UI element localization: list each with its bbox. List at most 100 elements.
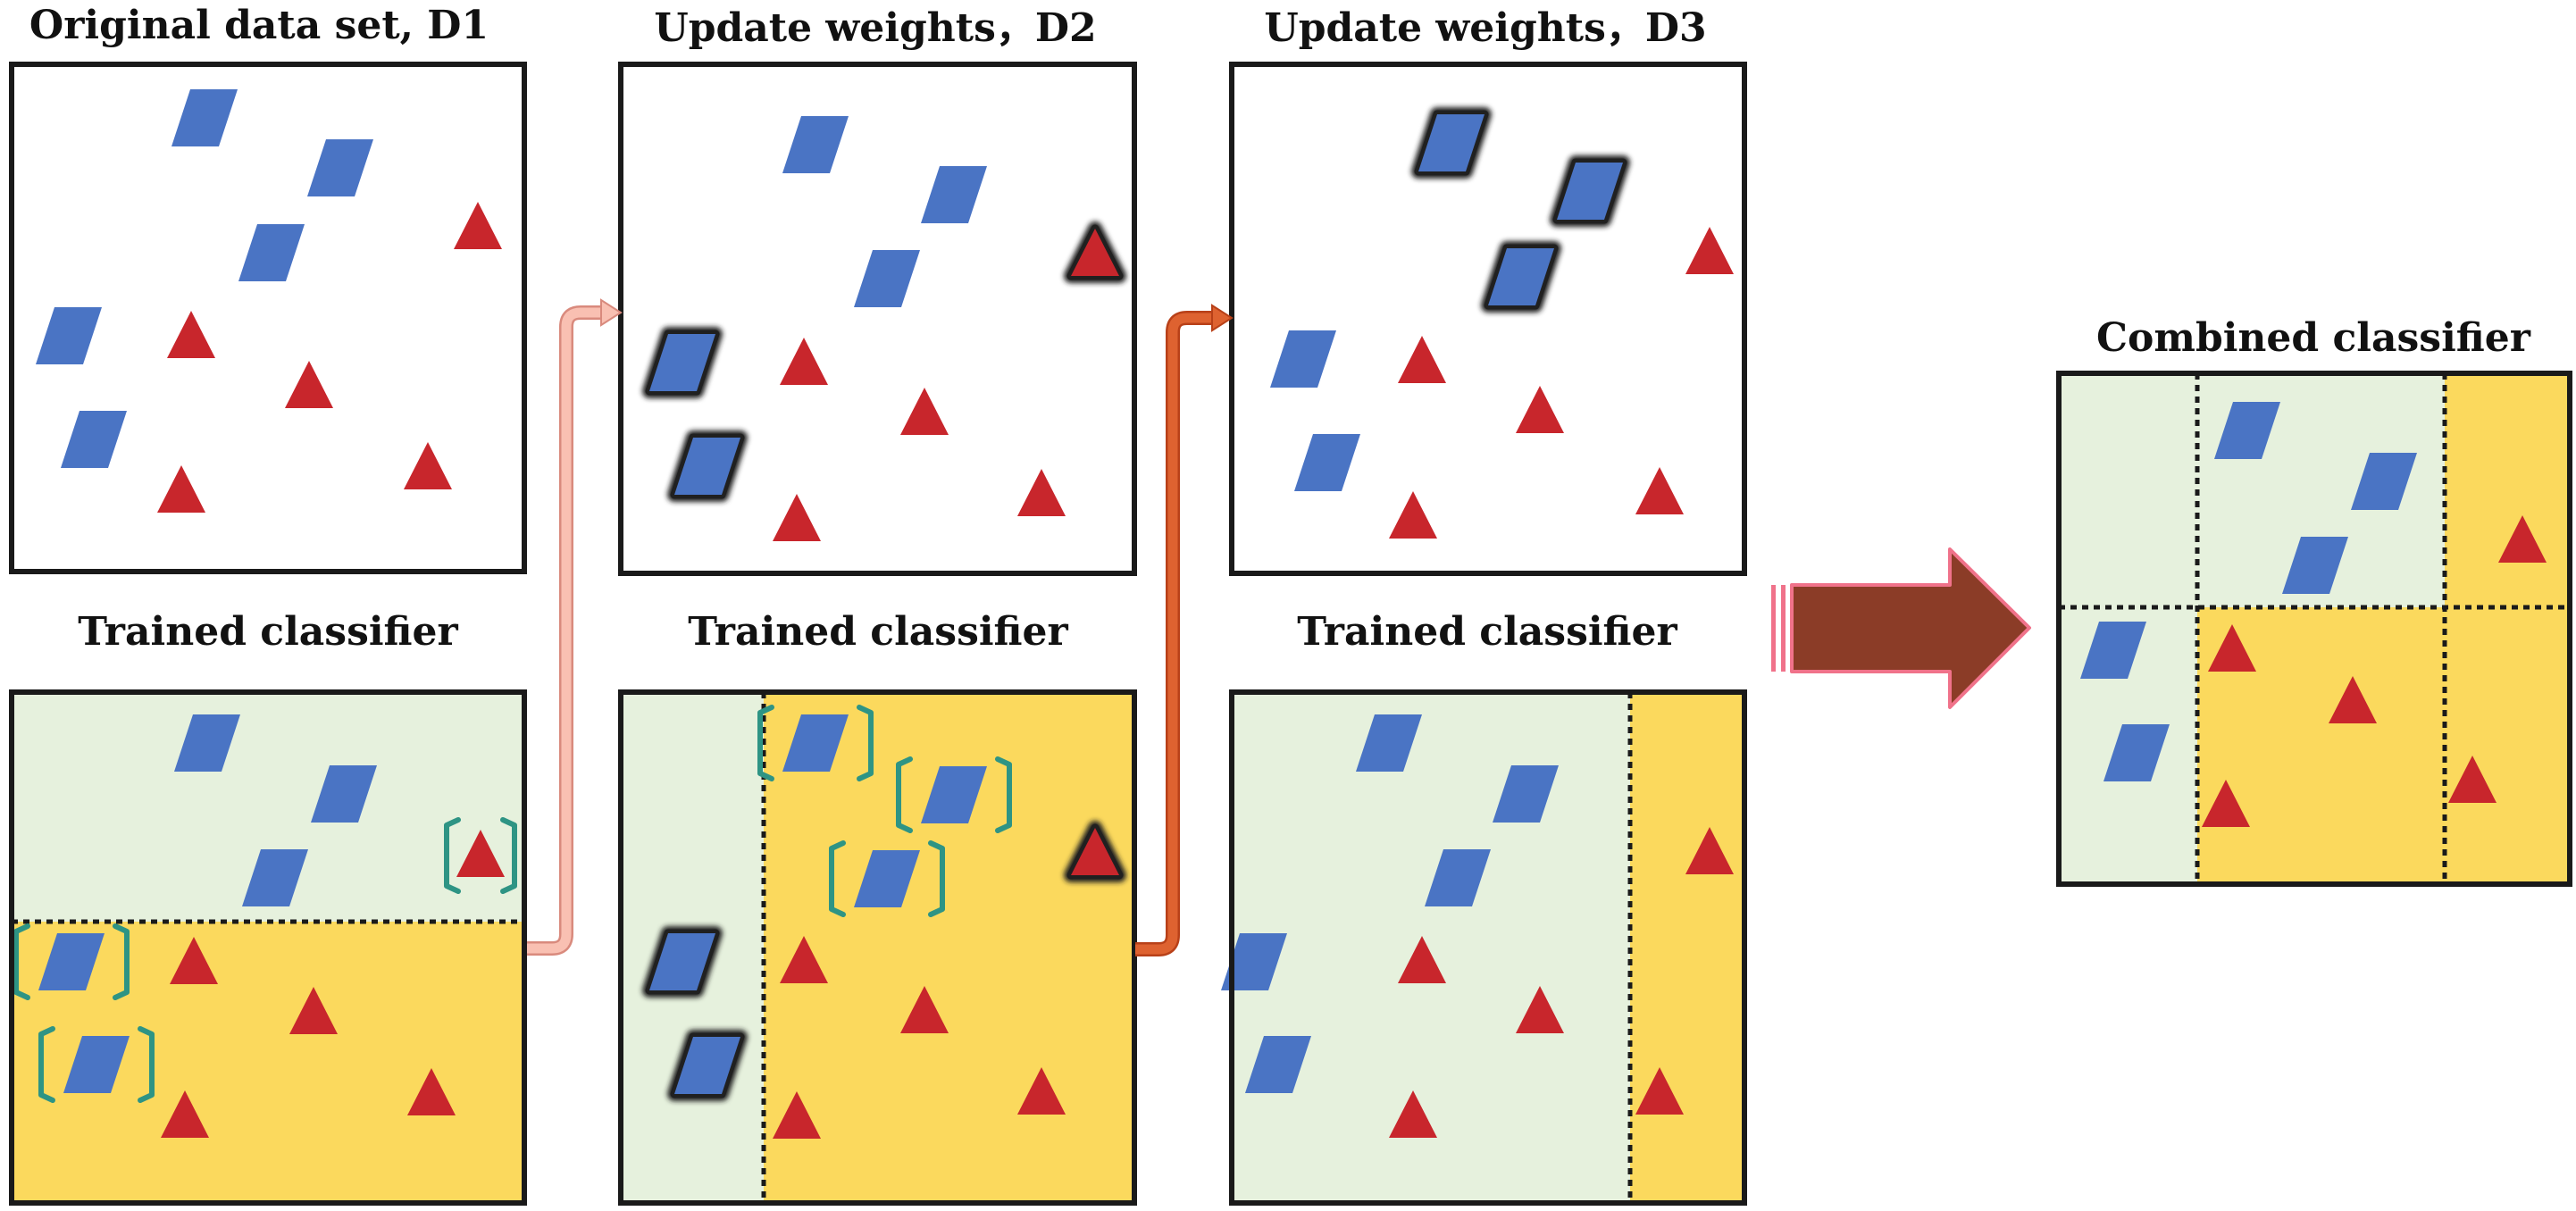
blue-sample-weighted [1481,241,1561,313]
blue-sample-weighted [1411,107,1492,179]
red-sample [1635,467,1684,514]
parallelogram-icon [1425,849,1491,906]
parallelogram-icon [238,224,305,281]
red-sample [773,494,821,541]
parallelogram-icon [1294,434,1360,491]
parallelogram-icon [307,139,373,196]
parallelogram-icon [782,116,849,173]
red-sample [456,830,505,877]
blue-sample [1270,330,1336,388]
panel-d1 [9,62,527,574]
red-sample [900,986,949,1033]
parallelogram-icon [2080,622,2146,679]
region-combined-yellow-tr [2445,373,2570,607]
blue-sample [2214,402,2280,459]
misclassified-bracket [444,817,517,894]
region-combined-green-tl [2059,373,2197,607]
blue-sample-weighted [1550,155,1630,227]
triangle-icon [900,986,949,1033]
parallelogram-icon [921,166,987,223]
parallelogram-icon [36,307,102,364]
bracket-left [896,756,913,833]
blue-sample-weighted [667,1030,748,1101]
blue-sample [238,224,305,281]
panel-d3-samples [1270,107,1734,539]
panel-classifier-3-border [1229,689,1747,1206]
triangle-icon [1389,491,1437,539]
triangle-icon [780,338,828,385]
bracket-right [113,923,130,1000]
parallelogram-icon [782,714,849,772]
triangle-icon [2329,676,2377,723]
triangle-icon [456,830,505,877]
red-sample [407,1068,456,1115]
triangle-icon [404,442,452,489]
parallelogram-icon [2351,453,2417,510]
triangle-icon [1685,227,1734,274]
arrow-classifier2-to-d3 [1135,304,1234,956]
triangle-icon [1516,386,1564,433]
bracket-left [38,1026,55,1103]
misclassified-bracket [13,923,130,1000]
blue-sample [854,250,920,307]
blue-sample [854,850,920,907]
triangle-icon [1017,469,1066,516]
panel-d2-border [618,62,1137,576]
red-sample [2202,780,2250,827]
triangle-icon [1635,1067,1684,1115]
triangle-icon [167,311,215,358]
red-sample [1685,227,1734,274]
red-sample [2498,515,2547,563]
red-sample [1516,986,1564,1033]
parallelogram-icon [674,1037,740,1094]
red-sample [1635,1067,1684,1115]
triangle-icon [1389,1090,1437,1138]
red-sample [780,936,828,983]
panel-combined-border [2056,371,2572,887]
panel-classifier-2 [618,689,1137,1206]
title-combined-classifier: Combined classifier [2096,315,2531,361]
blue-sample [38,933,105,990]
blue-sample-weighted [642,327,723,398]
red-sample [167,311,215,358]
parallelogram-icon [854,850,920,907]
panel-combined [2056,371,2572,887]
red-sample [780,338,828,385]
triangle-icon [2498,515,2547,563]
panel-d1-border [9,62,527,574]
red-sample [1685,827,1734,874]
blue-sample [782,714,849,772]
bracket-right [138,1026,155,1103]
misclassified-bracket [896,756,1012,833]
red-sample [1398,336,1446,383]
blue-sample [2282,537,2348,594]
triangle-icon [1516,986,1564,1033]
panel-d3 [1229,62,1747,576]
parallelogram-icon [649,933,715,990]
red-sample [1398,936,1446,983]
title-update-weights-d2: Update weights，D2 [654,5,1096,51]
title-trained-classifier-1: Trained classifier [78,609,458,655]
red-sample [1017,1067,1066,1115]
parallelogram-icon [1245,1036,1311,1093]
blue-sample [307,139,373,196]
red-sample-weighted [1064,221,1126,283]
blue-sample [1493,765,1559,823]
parallelogram-icon [1488,248,1554,305]
title-trained-classifier-2: Trained classifier [688,609,1068,655]
triangle-icon [1635,467,1684,514]
blue-sample [921,766,987,823]
blue-sample [171,89,238,146]
blue-sample [1245,1036,1311,1093]
bracket-right [857,705,874,781]
triangle-icon [773,494,821,541]
panel-classifier-1 [9,689,527,1206]
triangle-icon [157,465,205,513]
blue-sample [782,116,849,173]
triangle-icon [1398,336,1446,383]
red-sample [1389,491,1437,539]
red-sample [900,388,949,435]
parallelogram-icon [61,411,127,468]
red-sample [1017,469,1066,516]
parallelogram-icon [63,1036,130,1093]
